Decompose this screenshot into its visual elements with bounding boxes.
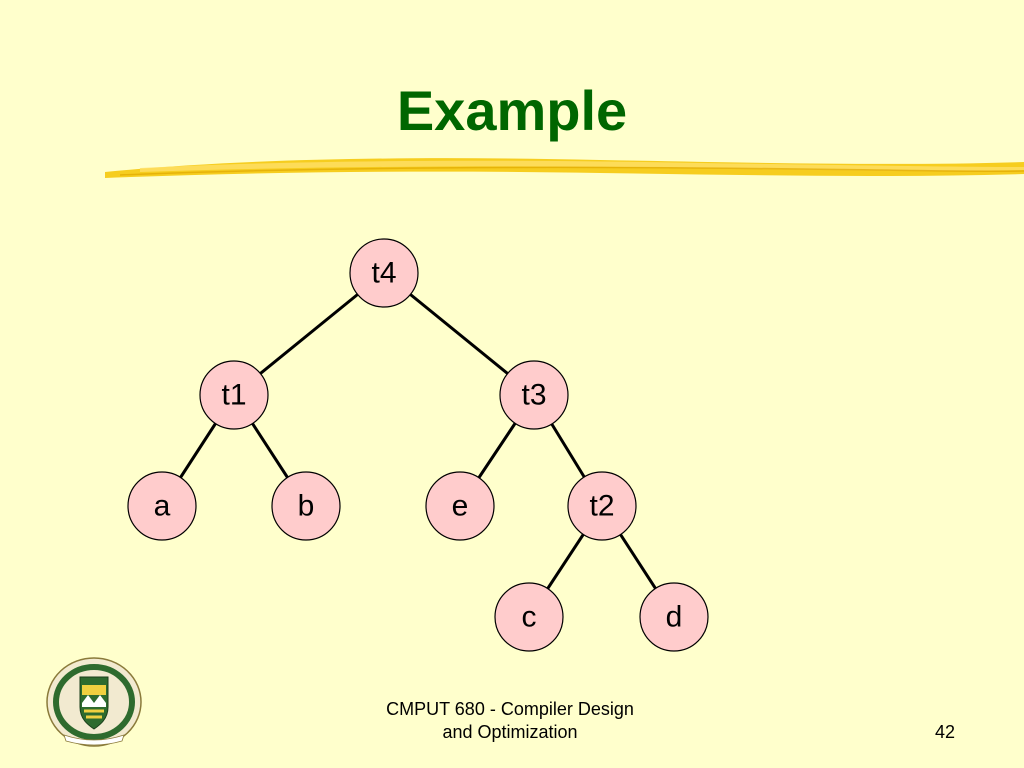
page-number: 42 — [934, 722, 956, 742]
tree-node-t2: t2 — [567, 471, 637, 541]
footer-course-title: CMPUT 680 - Compiler Design and Optimiza… — [340, 698, 680, 744]
tree-node-t1: t1 — [199, 360, 269, 430]
tree-node-label: t2 — [589, 490, 614, 523]
tree-node-circle — [349, 238, 419, 308]
tree-node-d: d — [639, 582, 709, 652]
tree-node-label: t3 — [521, 379, 546, 412]
tree-node-circle — [494, 582, 564, 652]
tree-node-label: c — [522, 601, 537, 634]
tree-node-circle — [425, 471, 495, 541]
tree-node-circle — [567, 471, 637, 541]
tree-node-label: e — [452, 490, 469, 523]
tree-node-c: c — [494, 582, 564, 652]
tree-node-t4: t4 — [349, 238, 419, 308]
tree-node-label: d — [666, 601, 683, 634]
tree-node-label: a — [154, 490, 171, 523]
tree-node-a: a — [127, 471, 197, 541]
tree-node-circle — [499, 360, 569, 430]
footer-line-1: CMPUT 680 - Compiler Design — [386, 699, 634, 719]
tree-node-circle — [271, 471, 341, 541]
tree-node-e: e — [425, 471, 495, 541]
tree-node-label: t1 — [221, 379, 246, 412]
tree-node-circle — [199, 360, 269, 430]
tree-node-label: t4 — [371, 257, 396, 290]
footer-line-2: and Optimization — [442, 722, 578, 742]
tree-node-circle — [639, 582, 709, 652]
title-underline-brush — [105, 158, 1024, 178]
tree-node-label: b — [298, 490, 315, 523]
university-crest-logo — [46, 657, 142, 747]
tree-node-circle — [127, 471, 197, 541]
tree-node-b: b — [271, 471, 341, 541]
slide-title: Example — [396, 79, 628, 142]
tree-node-t3: t3 — [499, 360, 569, 430]
